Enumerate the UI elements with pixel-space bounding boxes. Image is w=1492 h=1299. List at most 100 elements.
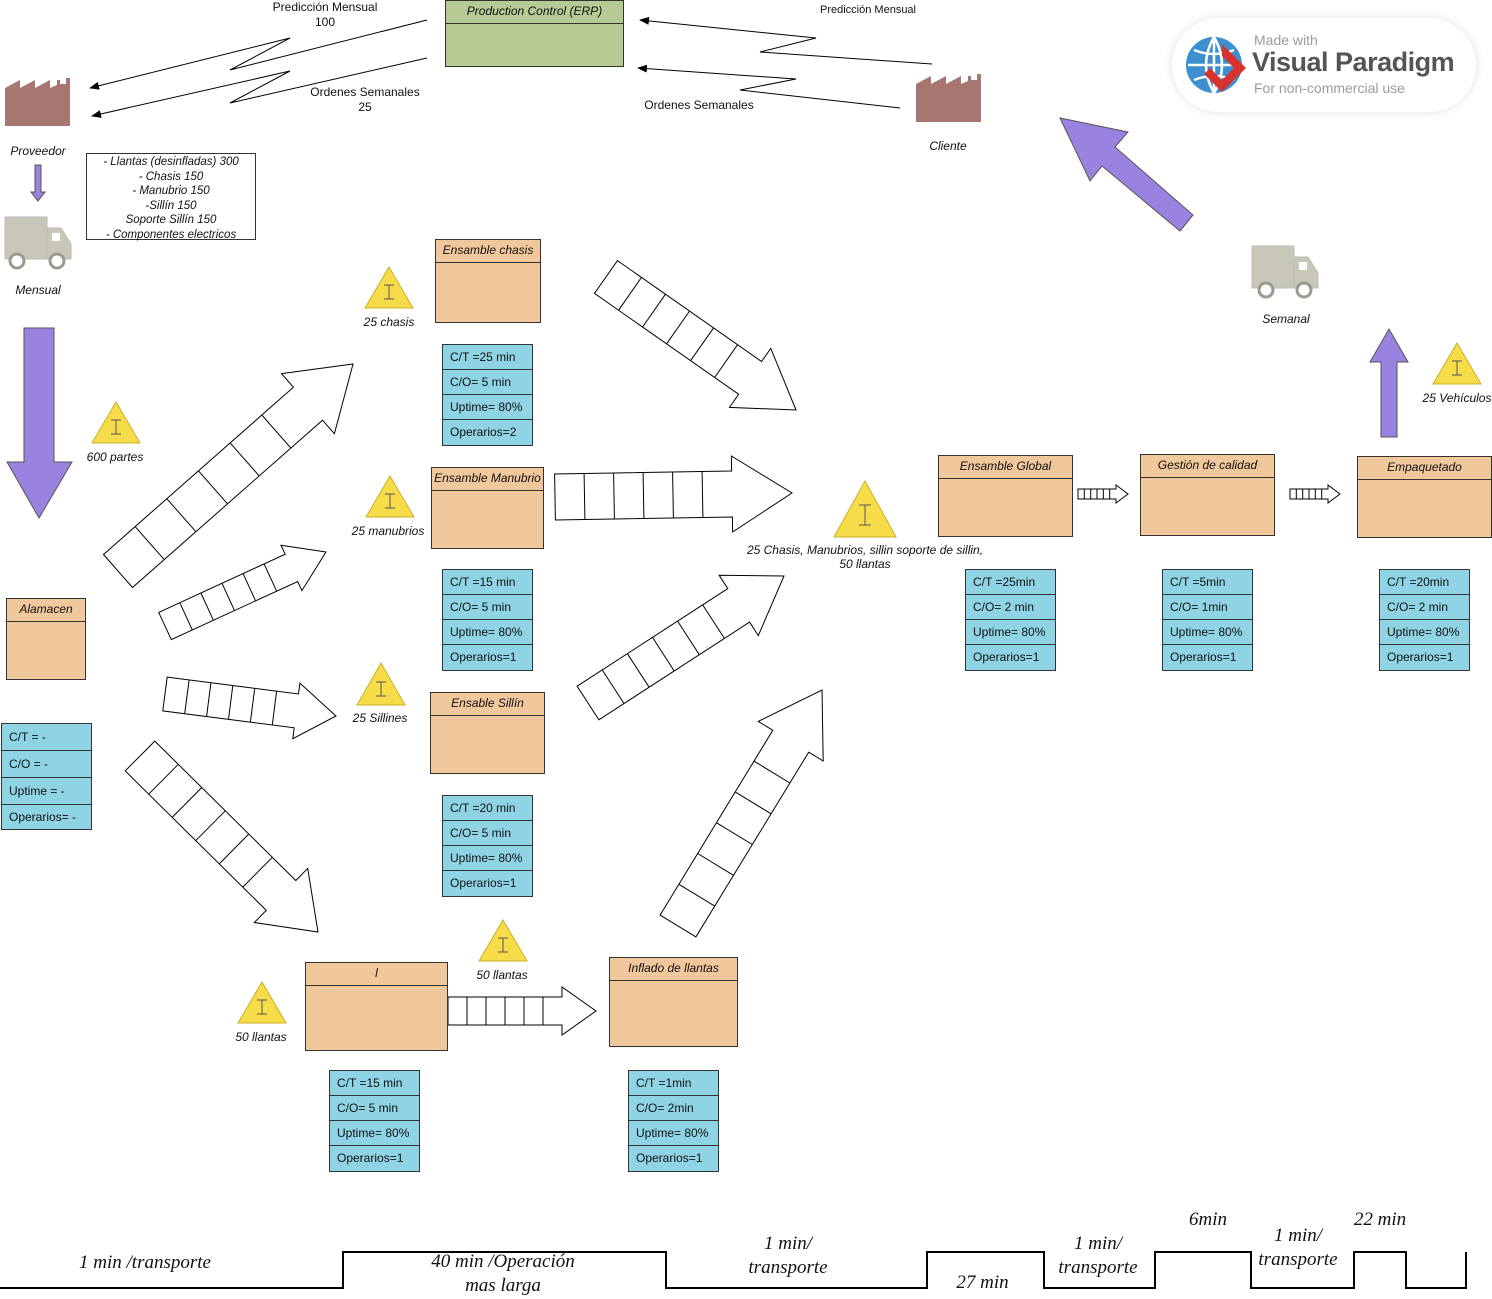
push-arrow-stripe bbox=[702, 604, 725, 639]
timeline-label-5b: transporte bbox=[1058, 1257, 1138, 1278]
push-arrow-body bbox=[576, 574, 785, 721]
process-empaquetado[interactable]: Empaquetado bbox=[1357, 456, 1492, 538]
push-arrow-stripe bbox=[148, 763, 179, 795]
push-arrow-stripe bbox=[184, 679, 190, 714]
push-arrow-stripe bbox=[697, 853, 734, 876]
timeline-label-2a: 40 min /Operación bbox=[431, 1251, 575, 1272]
push-arrow-stripe bbox=[134, 526, 165, 560]
outbound-truck-icon bbox=[1251, 245, 1319, 299]
push-arrow-stripe bbox=[242, 573, 257, 602]
process-ensamble-manubrio[interactable]: Ensamble Manubrio bbox=[431, 467, 544, 549]
timeline-label-1: 1 min /transporte bbox=[79, 1252, 211, 1273]
operarios-value: Operarios=1 bbox=[337, 1151, 404, 1165]
push-arrow-stripe bbox=[678, 883, 715, 907]
inventory-sillines-label: 25 Sillines bbox=[352, 711, 408, 725]
inventory-global-icon bbox=[833, 479, 897, 538]
operarios-value: Operarios=1 bbox=[1170, 650, 1237, 664]
push-arrow-body bbox=[124, 740, 319, 933]
push-arrow-stripe bbox=[261, 414, 292, 449]
push-arrow-chasis-global bbox=[593, 259, 797, 411]
uptime-value: Uptime= 80% bbox=[443, 395, 532, 420]
push-arrow-sillin-global bbox=[576, 574, 785, 721]
shipment-up-arrow bbox=[1369, 327, 1409, 438]
supplier-orders-label: Ordenes Semanales bbox=[310, 85, 420, 99]
uptime-value: Uptime= 80% bbox=[629, 1121, 718, 1146]
data-box-global: C/T =25min C/O= 2 min Uptime= 80% Operar… bbox=[965, 569, 1056, 671]
push-arrow-stripe bbox=[228, 685, 234, 720]
process-ensamble-chasis[interactable]: Ensamble chasis bbox=[435, 239, 541, 323]
supplier-orders-flow bbox=[91, 57, 428, 118]
process-almacen[interactable]: Alamacen bbox=[6, 598, 86, 680]
push-arrow-stripe bbox=[642, 472, 645, 519]
push-arrow-stripe bbox=[206, 682, 212, 717]
watermark-made-with: Made with bbox=[1254, 32, 1318, 48]
timeline-label-4: 27 min bbox=[956, 1272, 1009, 1293]
customer-delivery-arrow bbox=[1059, 117, 1194, 232]
inventory-vehiculos-icon bbox=[1432, 342, 1482, 385]
co-value: C/O = - bbox=[2, 751, 91, 778]
timeline-label-7b: transporte bbox=[1258, 1249, 1338, 1270]
push-arrow-stripe bbox=[626, 653, 650, 688]
data-box-chasis: C/T =25 min C/O= 5 min Uptime= 80% Opera… bbox=[442, 344, 533, 446]
process-title: Alamacen bbox=[7, 599, 85, 622]
supplier-factory-icon bbox=[5, 78, 70, 126]
production-control-erp[interactable]: Production Control (ERP) bbox=[445, 0, 624, 67]
process-title: l bbox=[306, 963, 447, 986]
push-arrow-body bbox=[659, 689, 824, 938]
ct-value: C/T = - bbox=[2, 724, 91, 751]
inventory-manubrios-label: 25 manubrios bbox=[351, 524, 425, 538]
uptime-value: Uptime= 80% bbox=[443, 846, 532, 871]
push-arrow-stripe bbox=[753, 760, 791, 784]
supply-item: -Sillín 150 bbox=[145, 199, 197, 212]
supply-item: - Componentes electricos bbox=[105, 228, 237, 241]
uptime-value: Uptime= 80% bbox=[966, 620, 1055, 645]
push-arrow-almacen-sillin bbox=[162, 676, 337, 740]
inventory-raw-label: 600 partes bbox=[86, 450, 144, 464]
push-arrow-body bbox=[593, 259, 797, 411]
ct-value: C/T =5min bbox=[1163, 570, 1252, 595]
process-ensamble-sillin[interactable]: Ensable Sillín bbox=[430, 692, 545, 774]
push-arrow-stripe bbox=[714, 344, 739, 378]
timeline-line bbox=[0, 1251, 1467, 1289]
uptime-value: Uptime= 80% bbox=[1380, 620, 1469, 645]
timeline-label-7a: 1 min/ bbox=[1273, 1225, 1323, 1246]
erp-title: Production Control (ERP) bbox=[446, 1, 623, 24]
inventory-llantas-a-label: 50 llantas bbox=[235, 1030, 287, 1044]
push-arrow-global-calidad bbox=[1077, 484, 1129, 504]
push-arrow-body bbox=[158, 544, 327, 641]
process-gestion-calidad[interactable]: Gestión de calidad bbox=[1140, 454, 1275, 536]
co-value: C/O= 2 min bbox=[1380, 595, 1469, 620]
push-arrow-almacen-manubrio bbox=[158, 544, 327, 641]
push-arrow-stripe bbox=[166, 498, 197, 533]
customer-label: Cliente bbox=[929, 139, 967, 153]
customer-forecast-flow bbox=[639, 16, 933, 65]
data-box-manubrio: C/T =15 min C/O= 5 min Uptime= 80% Opera… bbox=[442, 569, 533, 671]
data-box-almacen: C/T = - C/O = - Uptime = - Operarios= - bbox=[1, 723, 92, 830]
process-ensamble-global[interactable]: Ensamble Global bbox=[938, 455, 1073, 537]
co-value: C/O= 5 min bbox=[443, 595, 532, 620]
co-value: C/O= 2 min bbox=[966, 595, 1055, 620]
push-arrow-inflado-global bbox=[659, 689, 824, 938]
ct-value: C/T =15 min bbox=[443, 570, 532, 595]
push-arrow-stripe bbox=[601, 669, 625, 704]
push-arrow-body bbox=[162, 676, 337, 740]
inventory-chasis-icon bbox=[364, 266, 414, 309]
push-arrow-stripe bbox=[200, 592, 214, 621]
inventory-global-label-2: 50 llantas bbox=[839, 557, 891, 571]
visual-paradigm-watermark: Made with Visual Paradigm For non-commer… bbox=[1172, 18, 1476, 112]
co-value: C/O= 5 min bbox=[443, 370, 532, 395]
push-arrow-stripe bbox=[701, 471, 704, 518]
inbound-truck-label: Mensual bbox=[15, 283, 61, 297]
push-arrow-stripe bbox=[672, 471, 674, 519]
timeline-label-6: 6min bbox=[1189, 1209, 1227, 1230]
inventory-chasis-label: 25 chasis bbox=[363, 315, 415, 329]
push-arrow-stripe bbox=[195, 810, 226, 842]
ct-value: C/T =15 min bbox=[330, 1071, 419, 1096]
watermark-note: For non-commercial use bbox=[1254, 80, 1405, 96]
process-title: Ensable Sillín bbox=[431, 693, 544, 716]
process-llantas[interactable]: l bbox=[305, 962, 448, 1051]
process-inflado-llantas[interactable]: Inflado de llantas bbox=[609, 957, 738, 1047]
data-box-llantas: C/T =15 min C/O= 5 min Uptime= 80% Opera… bbox=[329, 1070, 420, 1172]
uptime-value: Uptime= 80% bbox=[1163, 620, 1252, 645]
co-value: C/O= 2min bbox=[629, 1096, 718, 1121]
